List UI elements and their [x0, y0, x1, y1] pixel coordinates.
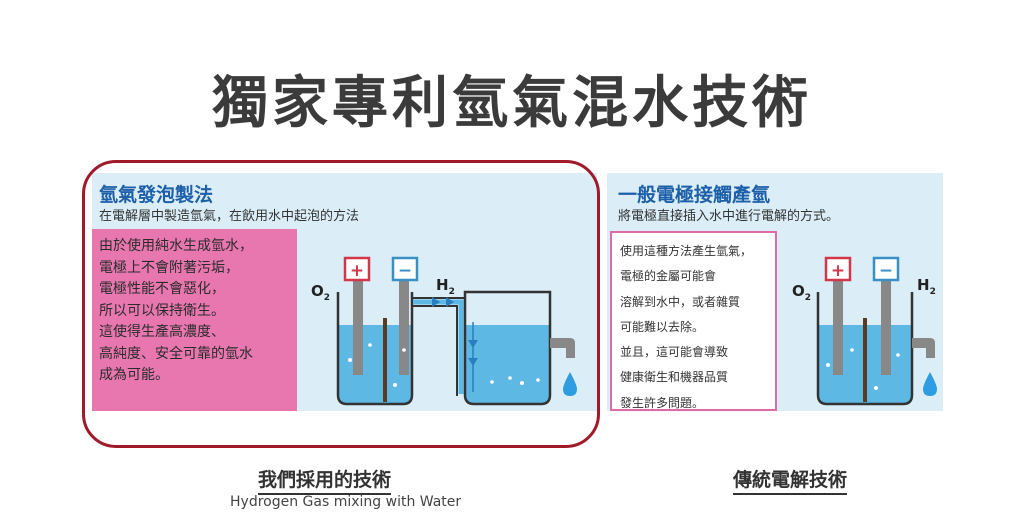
right-description-line: 並且，這可能會導致	[620, 345, 729, 360]
right-water-drop	[923, 372, 937, 396]
left-faucet	[550, 338, 575, 358]
left-minus-terminal	[391, 256, 419, 282]
right-membrane	[863, 318, 867, 402]
left-heading: 氫氣發泡製法	[99, 184, 214, 206]
bubble	[348, 358, 352, 362]
left-plus-electrode	[353, 280, 363, 375]
left-pipe-inner	[412, 305, 458, 396]
left-description-line: 由於使用純水生成氫水，	[99, 238, 253, 254]
left-description-line: 成為可能。	[99, 367, 169, 383]
bubble	[402, 348, 406, 352]
left-o2-label: O2	[311, 282, 330, 303]
right-subheading: 將電極直接插入水中進行電解的方式。	[618, 209, 840, 224]
bubble	[874, 386, 878, 390]
page-title: 獨家專利氫氣混水技術	[212, 71, 812, 136]
left-caption-english: Hydrogen Gas mixing with Water	[230, 494, 462, 510]
right-description-line: 溶解到水中，或者雜質	[620, 294, 741, 309]
right-o2-label: O2	[792, 282, 811, 303]
right-plus-electrode	[833, 280, 843, 375]
left-h2-label: H2	[436, 276, 455, 297]
right-description-line: 電極的金屬可能會	[620, 269, 717, 284]
right-description-line: 健康衛生和機器品質	[620, 370, 729, 385]
left-subheading: 在電解層中製造氫氣，在飲用水中起泡的方法	[99, 209, 360, 224]
left-water-drop	[563, 372, 577, 396]
left-description-line: 電極上不會附著污垢，	[99, 259, 239, 276]
bubble	[826, 363, 830, 367]
left-minus-sign: −	[398, 261, 412, 281]
left-tank2-outline	[463, 290, 552, 406]
right-description-box: 使用這種方法產生氫氣， 電極的金屬可能會 溶解到水中，或者雜質 可能難以去除。 …	[610, 231, 777, 411]
right-h2-label: H2	[917, 276, 936, 297]
flow-arrow	[432, 297, 440, 307]
bubble	[520, 381, 524, 385]
left-description-line: 電極性能不會惡化，	[99, 281, 225, 297]
right-heading: 一般電極接觸產氫	[618, 184, 771, 206]
right-description-line: 可能難以去除。	[620, 319, 705, 334]
left-plus-sign: +	[350, 261, 364, 281]
right-plus-terminal	[824, 256, 852, 282]
right-minus-terminal	[872, 256, 900, 282]
right-faucet	[912, 338, 935, 358]
left-description-line: 所以可以保持衛生。	[99, 302, 225, 319]
left-plus-terminal	[343, 256, 371, 282]
left-pipe-flow	[413, 299, 464, 394]
bubble	[393, 383, 397, 387]
right-minus-electrode	[881, 280, 891, 375]
highlight-frame	[82, 160, 600, 448]
right-caption: 傳統電解技術	[733, 465, 848, 495]
left-minus-electrode	[399, 280, 409, 375]
right-description-line: 發生許多問題。	[620, 395, 705, 410]
flow-arrow	[446, 297, 454, 307]
left-description-box: 由於使用純水生成氫水， 電極上不會附著污垢， 電極性能不會惡化， 所以可以保持衛…	[92, 229, 297, 411]
bubble	[490, 380, 494, 384]
left-description-line: 這使得生產高濃度、	[99, 324, 225, 340]
right-description-line: 使用這種方法產生氫氣，	[620, 244, 753, 258]
right-plus-sign: +	[831, 261, 845, 281]
bubble	[850, 348, 854, 352]
bubble	[368, 343, 372, 347]
left-membrane	[383, 318, 387, 402]
left-tank1-outline	[336, 292, 414, 406]
right-electrolysis-diagram	[816, 256, 937, 406]
right-tank-outline	[816, 292, 914, 406]
left-caption: 我們採用的技術	[258, 465, 392, 495]
right-minus-sign: −	[879, 261, 893, 281]
bubble	[896, 353, 900, 357]
left-description-line: 高純度、安全可靠的氫水	[99, 345, 253, 362]
bubble	[508, 376, 512, 380]
bubble	[536, 378, 540, 382]
left-electrolysis-diagram	[336, 256, 577, 406]
left-tank2-water	[465, 325, 550, 404]
